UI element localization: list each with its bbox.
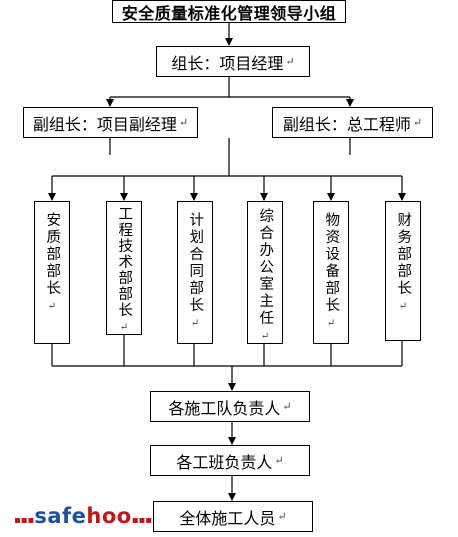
department-text-2: 工程技术部部长 bbox=[116, 206, 133, 318]
department-text-4: 综合办公室主任 bbox=[257, 208, 274, 327]
department-text-5: 物资设备部长 bbox=[323, 212, 340, 314]
workers-text: 全体施工人员 bbox=[179, 508, 276, 528]
department-text-6: 财务部部长 bbox=[395, 212, 412, 297]
crew-leaders-box: 各工班负责人↵ bbox=[150, 445, 310, 476]
return-mark: ↵ bbox=[190, 318, 200, 329]
vice-leader-box-1: 副组长：项目副经理↵ bbox=[23, 107, 198, 138]
return-mark: ↵ bbox=[178, 116, 189, 129]
watermark-part2: hoo bbox=[86, 504, 132, 528]
leader-text: 组长：项目经理 bbox=[171, 53, 284, 73]
department-box-2: 工程技术部部长 ↵ bbox=[106, 201, 142, 335]
watermark-logo: ▪▪▪safehoo▪▪▪ bbox=[14, 504, 152, 528]
watermark-dots: ▪▪▪ bbox=[131, 515, 153, 526]
department-box-5: 物资设备部长 ↵ bbox=[313, 201, 349, 344]
title-box: 安全质量标准化管理领导小组 bbox=[112, 0, 346, 23]
vice-leader-text-2: 副组长：总工程师 bbox=[282, 114, 411, 134]
leader-box: 组长：项目经理↵ bbox=[156, 46, 310, 77]
return-mark: ↵ bbox=[398, 301, 408, 312]
department-text-3: 计划合同部长 bbox=[187, 212, 204, 314]
department-box-4: 综合办公室主任 ↵ bbox=[247, 201, 283, 344]
return-mark: ↵ bbox=[285, 55, 295, 68]
return-mark: ↵ bbox=[119, 322, 129, 333]
return-mark: ↵ bbox=[277, 510, 287, 523]
teams-text: 各施工队负责人 bbox=[168, 398, 281, 418]
workers-box: 全体施工人员↵ bbox=[153, 501, 313, 532]
department-box-1: 安质部部长 ↵ bbox=[34, 201, 70, 344]
department-text-1: 安质部部长 bbox=[44, 212, 61, 297]
return-mark: ↵ bbox=[412, 116, 423, 129]
teams-box: 各施工队负责人↵ bbox=[150, 391, 310, 422]
return-mark: ↵ bbox=[326, 318, 336, 329]
watermark-part1: safe bbox=[34, 504, 87, 528]
department-box-6: 财务部部长 ↵ bbox=[385, 201, 421, 341]
return-mark: ↵ bbox=[260, 331, 270, 342]
watermark-dots: ▪▪▪ bbox=[14, 515, 35, 526]
vice-leader-text-1: 副组长：项目副经理 bbox=[32, 114, 177, 134]
return-mark: ↵ bbox=[282, 400, 292, 413]
department-box-3: 计划合同部长 ↵ bbox=[177, 201, 213, 344]
return-mark: ↵ bbox=[274, 454, 284, 467]
title-text: 安全质量标准化管理领导小组 bbox=[121, 3, 337, 23]
return-mark: ↵ bbox=[47, 301, 57, 312]
crew-leaders-text: 各工班负责人 bbox=[176, 452, 273, 472]
vice-leader-box-2: 副组长：总工程师↵ bbox=[272, 107, 433, 138]
